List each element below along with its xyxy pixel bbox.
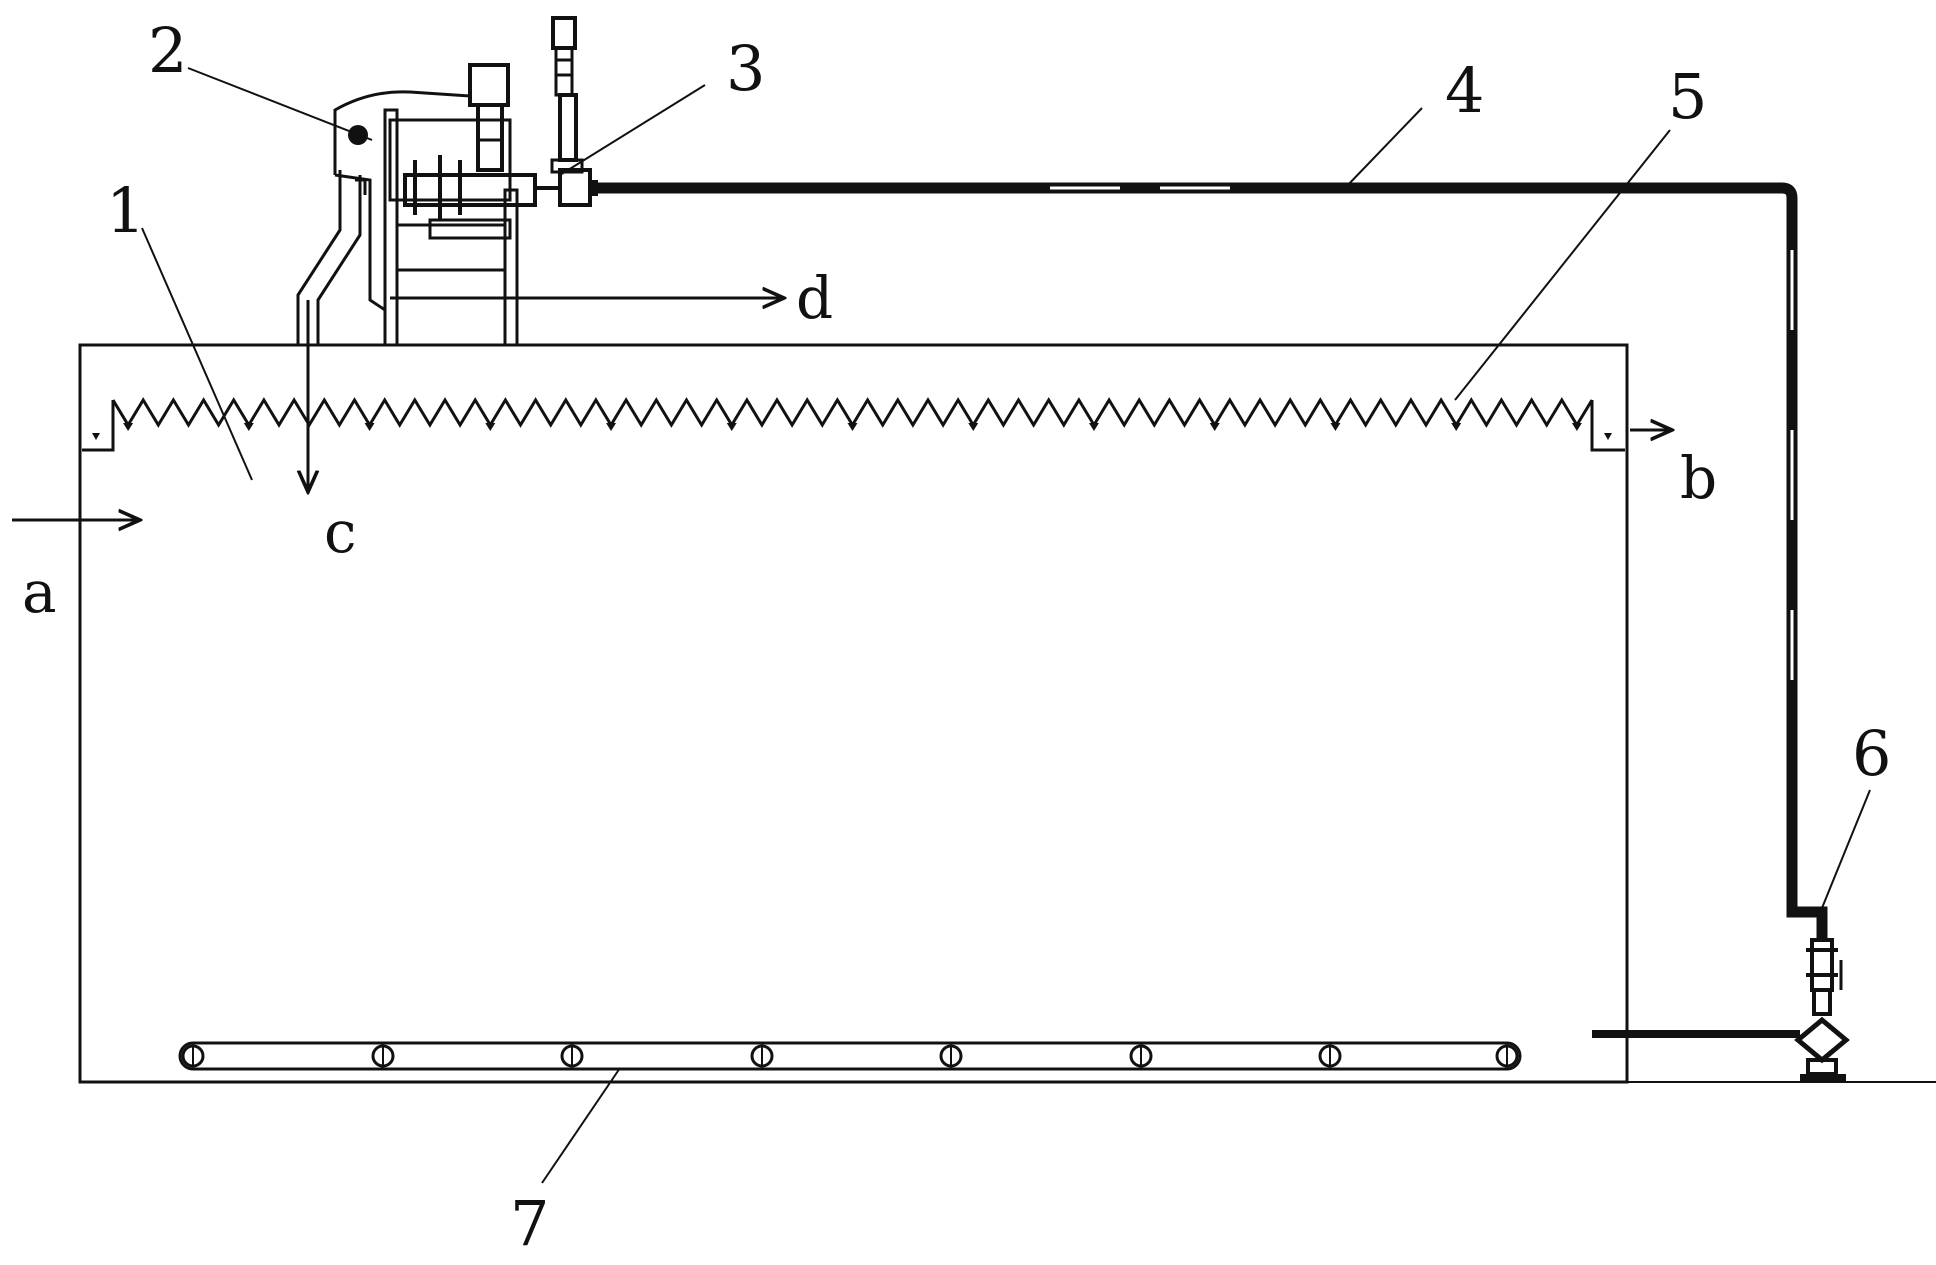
- weir-notch-mark: [123, 423, 134, 431]
- weir-notch-mark: [485, 423, 496, 431]
- tank: [78, 343, 1629, 1084]
- weir-notch-mark: [1088, 423, 1099, 431]
- weir-notch-mark: [1330, 423, 1341, 431]
- scraper-conveyor: [178, 1041, 1522, 1071]
- label-part-2: 2: [148, 14, 187, 87]
- flow-arrows: [12, 298, 1672, 520]
- separator-unit: [296, 63, 560, 347]
- weir-notch-mark: [364, 423, 375, 431]
- label-part-1: 1: [106, 174, 145, 247]
- label-flow-a: a: [22, 558, 57, 626]
- label-part-7: 7: [510, 1187, 549, 1260]
- weir-notch-mark: [847, 423, 858, 431]
- weir-notch-mark: [606, 423, 617, 431]
- label-flow-d: d: [796, 264, 833, 332]
- weir-notch-mark: [726, 423, 737, 431]
- leader-lines: [141, 67, 1871, 1184]
- label-part-4: 4: [1445, 54, 1484, 127]
- weir-notch-mark: [968, 423, 979, 431]
- label-part-5: 5: [1668, 60, 1707, 133]
- label-part-3: 3: [726, 32, 765, 105]
- pipe: [598, 182, 1828, 940]
- weir-notch-mark: [1451, 423, 1462, 431]
- valve-pump: [1592, 938, 1936, 1083]
- label-flow-b: b: [1680, 444, 1717, 512]
- weir-notch-mark: [1571, 423, 1582, 431]
- weir-notch-mark: [1209, 423, 1220, 431]
- label-part-6: 6: [1852, 717, 1891, 790]
- weir: [82, 397, 1625, 452]
- label-flow-c: c: [324, 498, 356, 566]
- weir-notch-mark: [243, 423, 254, 431]
- pump: [550, 16, 598, 207]
